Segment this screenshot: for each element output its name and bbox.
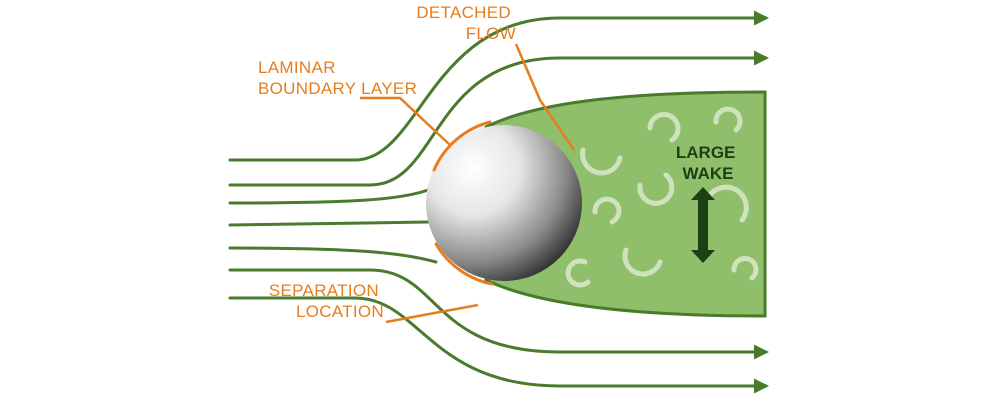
- streamline-mid-upper: [228, 188, 430, 205]
- separation-line1: SEPARATION: [269, 281, 379, 300]
- eddy-arrow: [592, 196, 622, 225]
- detached-flow-leader: [514, 43, 576, 151]
- eddy-arrow: [647, 112, 681, 143]
- streamline-top: [228, 10, 769, 162]
- boundary-layer-bottom: [434, 242, 494, 286]
- large-wake-label: LARGE WAKE: [676, 143, 740, 183]
- sphere: [426, 125, 582, 281]
- wake-double-arrow: [691, 187, 715, 263]
- separation-line2: LOCATION: [296, 302, 384, 321]
- detached-flow-line1: DETACHED: [416, 3, 511, 22]
- eddy-arrow: [580, 147, 623, 176]
- laminar-boundary-layer-label: LAMINAR BOUNDARY LAYER: [258, 58, 417, 98]
- detached-flow-line2: FLOW: [466, 24, 516, 43]
- eddy-arrow: [707, 184, 749, 223]
- laminar-line1: LAMINAR: [258, 58, 336, 77]
- detached-flow-label: DETACHED FLOW: [416, 3, 516, 43]
- streamline-bottom: [228, 296, 769, 394]
- large-wake-line2: WAKE: [683, 164, 734, 183]
- large-wake-line1: LARGE: [676, 143, 736, 162]
- eddy-arrow: [637, 172, 675, 206]
- boundary-layer: [432, 120, 494, 286]
- eddy-arrow: [565, 258, 591, 288]
- eddy-arrow: [713, 106, 743, 133]
- callout-lines: [360, 43, 576, 324]
- eddy-arrow: [622, 247, 663, 277]
- separation-location-label: SEPARATION LOCATION: [269, 281, 384, 321]
- separation-leader: [385, 303, 479, 324]
- wake-eddies: [565, 106, 759, 288]
- boundary-layer-top: [432, 120, 492, 172]
- eddy-arrow: [731, 256, 759, 281]
- streamline-upper: [228, 50, 769, 187]
- laminar-leader: [360, 96, 451, 146]
- laminar-line2: BOUNDARY LAYER: [258, 79, 417, 98]
- streamline-center: [228, 220, 430, 227]
- streamlines: [228, 10, 769, 394]
- streamline-mid-lower: [228, 246, 438, 264]
